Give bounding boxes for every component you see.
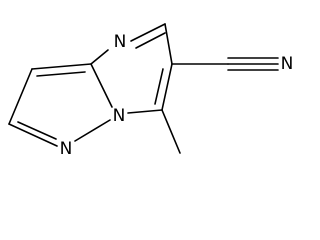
molecule-drawing: N N N N <box>8 23 294 159</box>
bond-n4-c5-inner <box>135 32 166 49</box>
bond-c6-c7 <box>161 63 173 111</box>
bond-c7-methyl <box>161 109 181 154</box>
bond-n7a-c3a <box>90 63 113 108</box>
bond-c7-n7a <box>127 109 163 114</box>
bond-c3a-c3 <box>31 63 92 70</box>
atom-label-n7a: N <box>113 106 126 126</box>
bond-c3-c2 <box>8 68 33 125</box>
bond-c5-c6 <box>164 23 173 65</box>
bond-c3a-n4 <box>90 49 109 65</box>
structure-diagram: N N N N <box>8 23 294 159</box>
atom-label-n4: N <box>114 32 127 52</box>
atom-label-nitrile-n: N <box>281 54 294 74</box>
bond-c2-n1 <box>8 123 58 147</box>
bond-c3a-c3-inner <box>36 71 86 77</box>
bond-n4-c5 <box>130 23 166 42</box>
bond-n1-n7a <box>74 119 111 142</box>
bond-c2-n1-inner <box>17 121 57 140</box>
bond-c6-c7-inner <box>154 68 164 105</box>
atom-label-n1: N <box>60 139 73 159</box>
